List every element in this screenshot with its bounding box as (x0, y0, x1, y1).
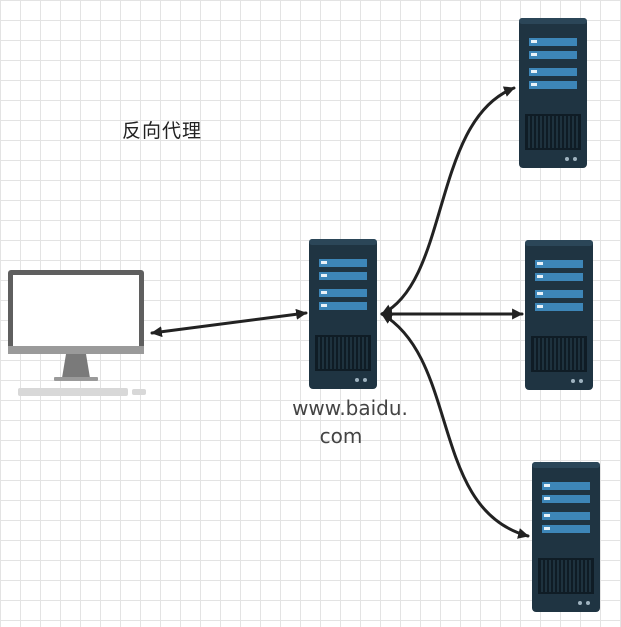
client-computer (8, 270, 146, 396)
backend-server-2 (524, 239, 594, 391)
arrow-client-proxy (150, 308, 308, 338)
proxy-label-line-1: www.baidu. (292, 396, 408, 420)
backend-server-1 (518, 17, 588, 169)
proxy-server (308, 238, 378, 390)
backend-server-3 (531, 461, 601, 613)
arrow-proxy-backend-1 (380, 86, 516, 316)
proxy-label-line-2: com (319, 424, 363, 448)
diagram-title: 反向代理 (122, 120, 203, 142)
proxy-domain-label: www.baidu. com (270, 394, 430, 450)
arrow-proxy-backend-3 (380, 312, 530, 539)
